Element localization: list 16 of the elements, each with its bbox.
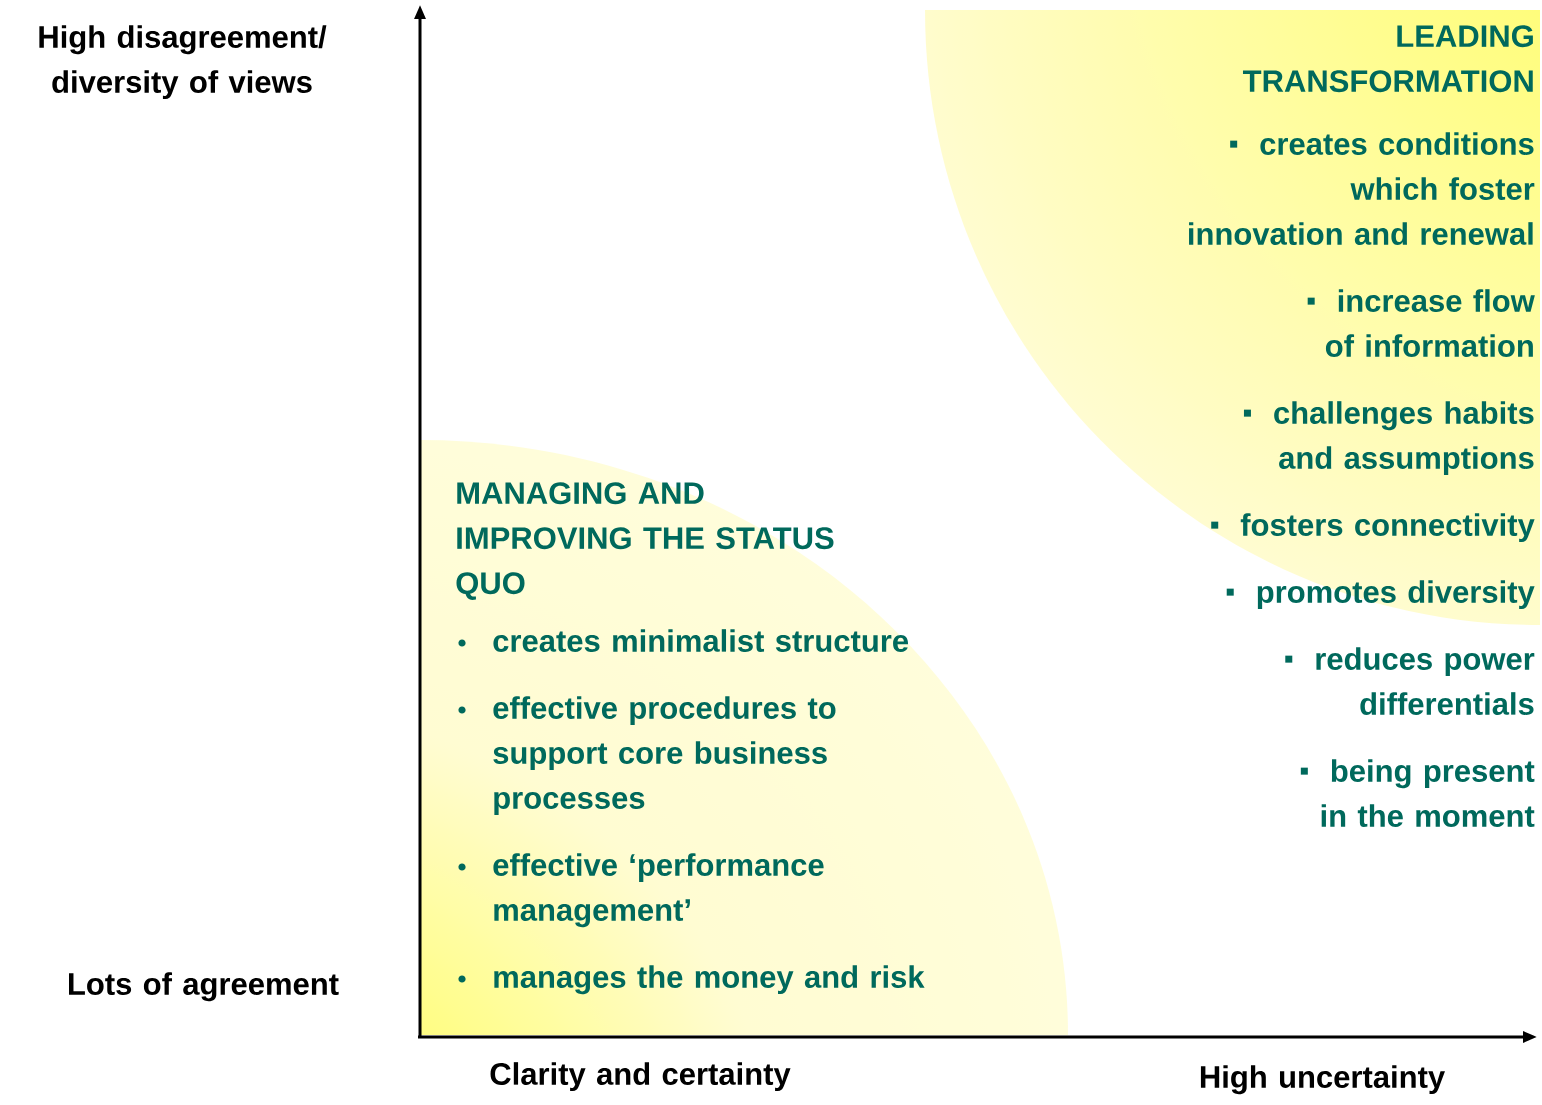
axis-label: Clarity and certainty: [490, 1062, 791, 1092]
bullet-item: increase flow of information: [1307, 289, 1535, 357]
bullet-item: manages the money and risk: [458, 965, 925, 995]
bullet-item: being present in the moment: [1300, 759, 1535, 827]
bullet-item: challenges habits and assumptions: [1243, 401, 1534, 476]
axis-label: High disagreement/ diversity of views: [39, 25, 327, 100]
bullet-item: creates conditions which foster innovation and renewal: [1189, 132, 1535, 245]
quadrant-heading: LEADING TRANSFORMATION: [1243, 25, 1533, 93]
bullet-item: fosters connectivity: [1211, 513, 1535, 543]
axis-label: High uncertainty: [1200, 1065, 1445, 1095]
bullet-item: reduces power differentials: [1285, 647, 1535, 715]
bullet-item: promotes diversity: [1226, 580, 1535, 610]
bullet-item: creates minimalist structure: [458, 629, 909, 652]
axis-label: Lots of agreement: [69, 972, 339, 1002]
bullet-item: effective ‘performance management’: [458, 853, 824, 928]
quadrant-heading: MANAGING AND IMPROVING THE STATUS QUO: [456, 482, 834, 600]
